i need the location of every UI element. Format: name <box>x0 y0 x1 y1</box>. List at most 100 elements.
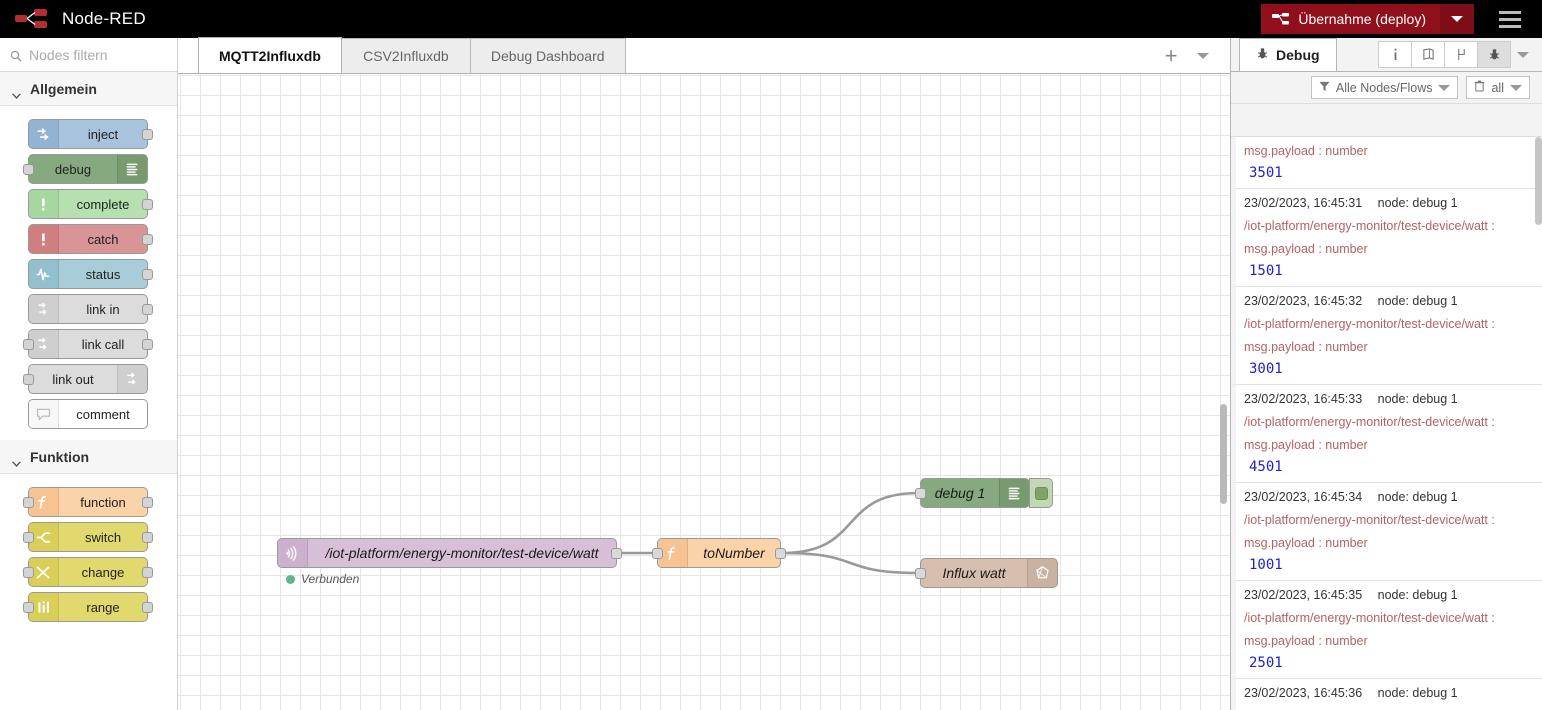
palette-node-output-port <box>142 567 153 578</box>
flow-node-mqtt-in[interactable]: /iot-platform/energy-monitor/test-device… <box>277 538 622 586</box>
palette-node-label: comment <box>76 406 130 422</box>
debug-message-timestamp: 23/02/2023, 16:45:33 <box>1244 392 1363 406</box>
palette-category-label: Funktion <box>30 448 90 465</box>
palette-node-label: debug <box>54 161 92 177</box>
caret-down-icon <box>1451 16 1463 22</box>
palette-node-change[interactable]: change <box>23 557 153 587</box>
palette-node-label: change <box>81 564 125 580</box>
comment-bubble-icon <box>29 400 59 428</box>
debug-message-value: 3501 <box>1249 165 1283 181</box>
palette-node-range[interactable]: range <box>23 592 153 622</box>
link-out-icon <box>117 365 147 393</box>
node-input-port[interactable] <box>652 548 663 559</box>
debug-message[interactable]: 23/02/2023, 16:45:34 node: debug 1/iot-p… <box>1231 483 1542 581</box>
palette-node-link-out[interactable]: link out <box>23 364 148 394</box>
palette-category-funktion[interactable]: Funktion <box>0 440 177 474</box>
link-call-icon <box>29 330 59 358</box>
deploy-dropdown-button[interactable] <box>1440 4 1474 34</box>
flow-node-to-number[interactable]: toNumber <box>652 538 786 568</box>
help-book-icon[interactable] <box>1411 41 1445 68</box>
debug-message-meta: 23/02/2023, 16:45:31 node: debug 1 <box>1244 196 1533 210</box>
flow-tab-menu-button[interactable] <box>1190 43 1216 69</box>
flow-node-influx-watt[interactable]: Influx watt <box>915 558 1058 588</box>
node-red-logo-icon <box>14 8 52 30</box>
flow-tab-csv2influxdb[interactable]: CSV2Influxdb <box>340 38 471 73</box>
node-output-port[interactable] <box>775 548 786 559</box>
pulse-wave-icon <box>29 260 59 288</box>
debug-message-type: msg.payload : number <box>1244 340 1368 354</box>
info-icon[interactable] <box>1378 41 1412 68</box>
palette-node-input-port <box>23 602 34 613</box>
palette-node-input-port <box>23 339 34 350</box>
chevron-down-icon <box>12 454 21 467</box>
debug-message-type: msg.payload : number <box>1244 438 1368 452</box>
palette-node-inject[interactable]: inject <box>28 119 153 149</box>
filter-funnel-icon <box>1319 81 1330 95</box>
debug-message[interactable]: 23/02/2023, 16:45:31 node: debug 1/iot-p… <box>1231 189 1542 287</box>
node-input-port[interactable] <box>915 488 926 499</box>
debug-clear-button[interactable]: all <box>1466 76 1530 99</box>
caret-down-icon <box>1510 84 1522 91</box>
caret-down-icon <box>1197 53 1209 59</box>
debug-message[interactable]: 23/02/2023, 16:45:32 node: debug 1/iot-p… <box>1231 287 1542 385</box>
add-flow-tab-button[interactable]: + <box>1158 43 1184 69</box>
debug-message[interactable]: 23/02/2023, 16:45:33 node: debug 1/iot-p… <box>1231 385 1542 483</box>
flow-canvas[interactable]: /iot-platform/energy-monitor/test-device… <box>178 74 1230 710</box>
flow-tab-mqtt2influxdb[interactable]: MQTT2Influxdb <box>198 37 342 73</box>
palette-node-debug[interactable]: debug <box>23 154 148 184</box>
debug-message-topic: /iot-platform/energy-monitor/test-device… <box>1244 611 1495 625</box>
node-palette: Nodes filtern Allgemein inject debug comp… <box>0 38 178 710</box>
palette-node-status[interactable]: status <box>28 259 153 289</box>
debug-message-node: node: debug 1 <box>1377 294 1458 308</box>
palette-node-link-call[interactable]: link call <box>23 329 153 359</box>
node-output-port[interactable] <box>611 548 622 559</box>
palette-node-output-port <box>142 602 153 613</box>
debug-message[interactable]: 23/02/2023, 16:45:36 node: debug 1/iot-p… <box>1231 679 1542 710</box>
flow-tab-debug-dashboard[interactable]: Debug Dashboard <box>469 38 626 73</box>
palette-search[interactable]: Nodes filtern <box>0 38 177 72</box>
switch-fork-icon <box>29 523 59 551</box>
deploy-group: Übernahme (deploy) <box>1261 4 1474 34</box>
debug-message[interactable]: 23/02/2023, 16:45:35 node: debug 1/iot-p… <box>1231 581 1542 679</box>
flow-tab-label: Debug Dashboard <box>490 48 605 64</box>
debug-message-topic: /iot-platform/energy-monitor/test-device… <box>1244 513 1495 527</box>
mqtt-signal-icon <box>278 539 308 567</box>
flow-node-debug-1[interactable]: debug 1 <box>915 478 1053 508</box>
debug-filter-button[interactable]: Alle Nodes/Flows <box>1310 76 1459 99</box>
debug-scrollbar[interactable] <box>1535 137 1542 225</box>
debug-node-toggle-button[interactable] <box>1029 478 1053 508</box>
sidebar-more-button[interactable] <box>1510 41 1536 68</box>
palette-node-comment[interactable]: comment <box>28 399 148 429</box>
flow-node-label: Influx watt <box>942 565 1006 581</box>
plus-icon: + <box>1164 43 1178 68</box>
palette-node-catch[interactable]: catch <box>28 224 153 254</box>
palette-node-link-in[interactable]: link in <box>28 294 153 324</box>
brand: Node-RED <box>0 8 146 30</box>
canvas-vertical-scrollbar[interactable] <box>1220 404 1227 504</box>
debug-message-node: node: debug 1 <box>1377 686 1458 700</box>
debug-message-timestamp: 23/02/2023, 16:45:35 <box>1244 588 1363 602</box>
palette-node-label: link call <box>81 336 125 352</box>
deploy-button[interactable]: Übernahme (deploy) <box>1261 4 1440 34</box>
hamburger-menu-icon[interactable] <box>1488 10 1532 28</box>
palette-category-allgemein[interactable]: Allgemein <box>0 72 177 106</box>
debug-message-timestamp: 23/02/2023, 16:45:31 <box>1244 196 1363 210</box>
palette-node-function[interactable]: function <box>23 487 153 517</box>
function-f-icon <box>658 539 688 567</box>
node-input-port[interactable] <box>915 568 926 579</box>
palette-items-allgemein: inject debug complete catch status link in… <box>0 106 177 440</box>
tab-debug[interactable]: Debug <box>1239 38 1337 71</box>
palette-node-complete[interactable]: complete <box>28 189 153 219</box>
bug-icon-button[interactable] <box>1477 41 1511 68</box>
debug-message-type: msg.payload : number <box>1244 634 1368 648</box>
config-fork-icon[interactable] <box>1444 41 1478 68</box>
debug-message-node: node: debug 1 <box>1377 490 1458 504</box>
bug-icon <box>1256 47 1269 63</box>
flow-node-label: /iot-platform/energy-monitor/test-device… <box>325 545 599 561</box>
status-dot-icon <box>286 574 295 584</box>
exclamation-icon <box>29 190 59 218</box>
palette-node-switch[interactable]: switch <box>23 522 153 552</box>
